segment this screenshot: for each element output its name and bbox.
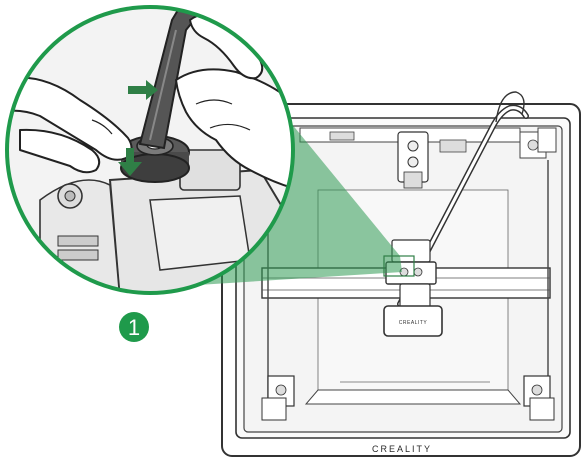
top-right-corner-bracket	[519, 127, 557, 159]
printer-brand-label: CREALITY	[372, 444, 432, 454]
zoom-detail-circle	[5, 5, 295, 295]
zoom-target-box	[383, 255, 415, 277]
top-center-bracket	[397, 131, 429, 189]
cable-loop	[495, 91, 525, 123]
bottom-left-corner-bracket	[261, 375, 295, 421]
arrow-down-icon	[118, 148, 142, 176]
zoom-fitting-nut	[120, 135, 190, 183]
top-clip-right	[439, 139, 467, 153]
top-clip-left	[329, 131, 355, 141]
step-number-text: 1	[128, 315, 140, 340]
arrow-right-icon	[128, 80, 158, 100]
step-number-badge: 1	[119, 312, 149, 342]
zoom-right-hand	[175, 68, 293, 191]
bottom-right-corner-bracket	[523, 375, 555, 421]
toolhead-carriage: CREALITY	[383, 239, 443, 337]
carriage-brand-label: CREALITY	[399, 320, 428, 326]
bottom-plate	[304, 389, 522, 405]
